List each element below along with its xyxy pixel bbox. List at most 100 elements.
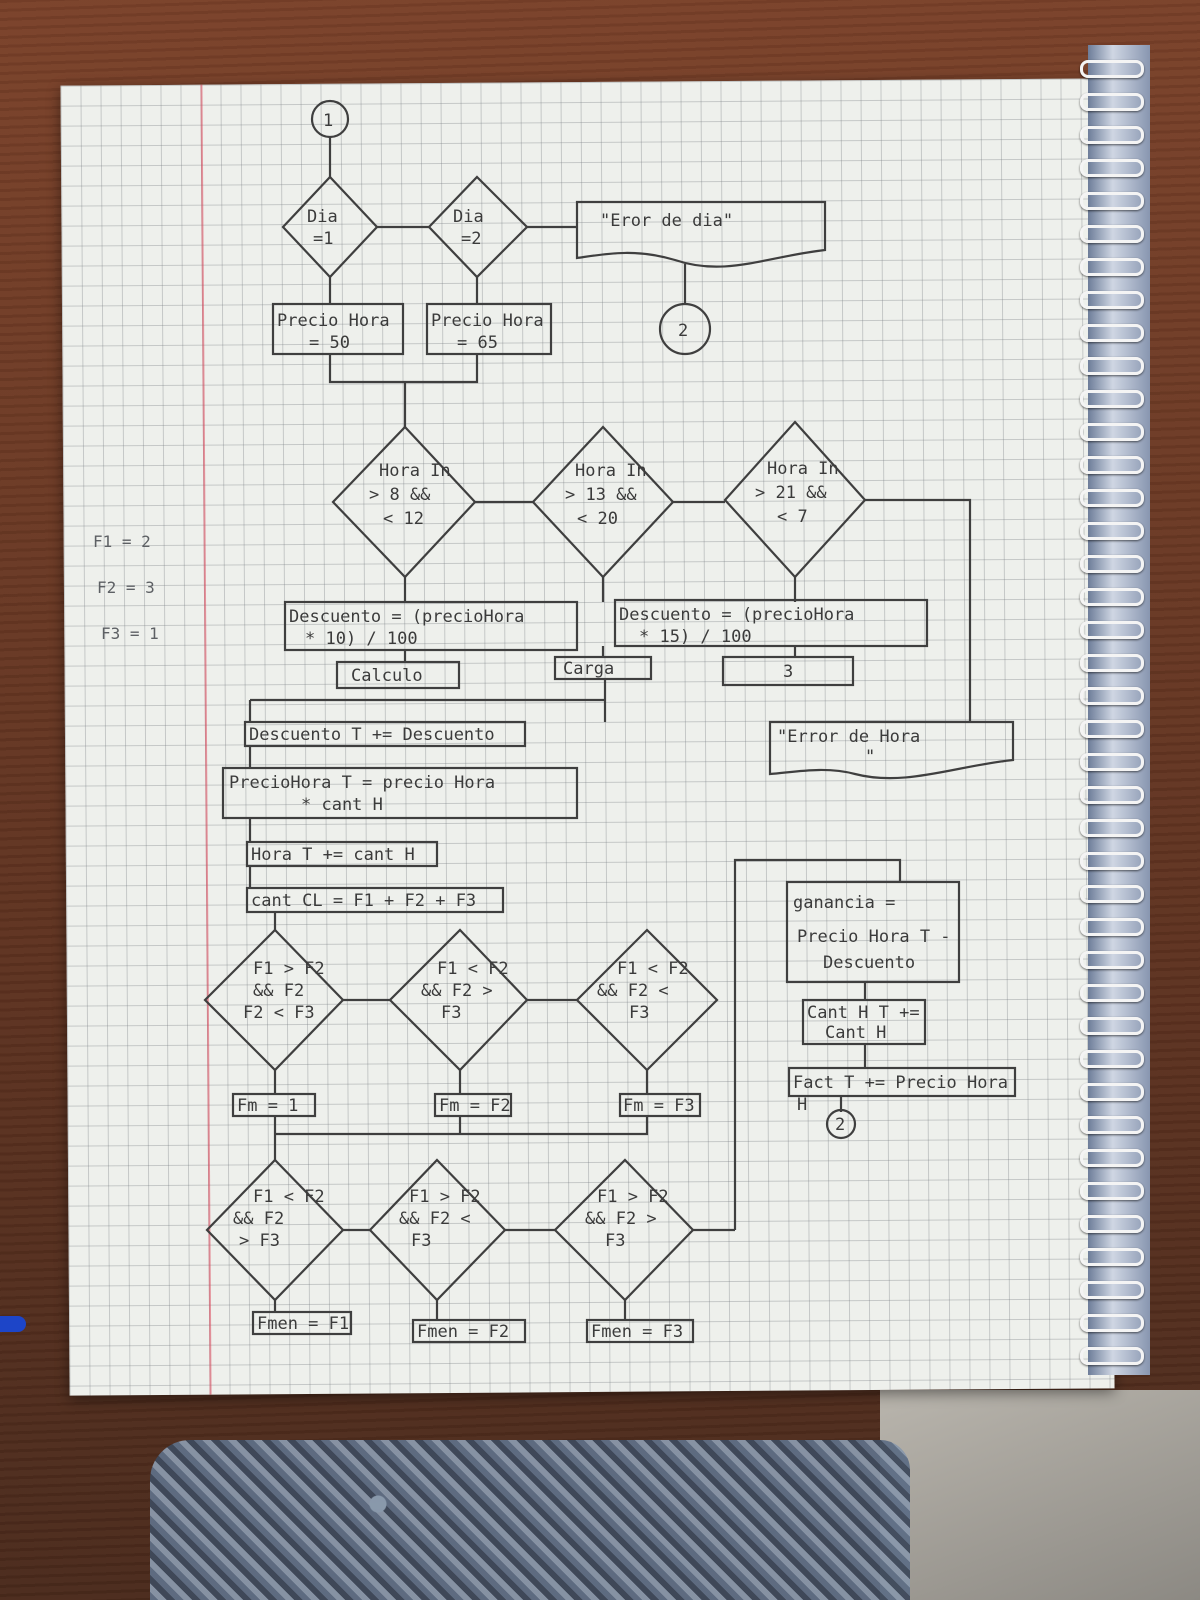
spiral-ring: [1080, 687, 1144, 705]
gain-box: ganancia = Precio Hora T - Descuento: [785, 880, 961, 984]
spiral-ring: [1080, 918, 1144, 936]
spiral-ring: [1080, 786, 1144, 804]
discount-box-line: Descuento = (precioHora: [619, 605, 854, 625]
max-check-1: F1 > F2 && F2 F2 < F3: [203, 928, 345, 1072]
min-check-3: F1 > F2 && F2 > F3: [553, 1158, 695, 1302]
min-to-assign-lines: [273, 1300, 627, 1320]
day-error-output: "Eror de dia" 2: [575, 200, 827, 356]
day-check-line: =2: [461, 229, 481, 249]
hour-check-line: Hora In: [379, 461, 451, 481]
max-to-assign-lines: [273, 1070, 649, 1094]
min-assign-1: Fmen = F1: [251, 1310, 353, 1336]
min-check-line: > F3: [239, 1231, 280, 1251]
spiral-ring: [1080, 93, 1144, 111]
day-check-line: Dia: [307, 207, 338, 227]
hour-check-line: > 8 &&: [369, 485, 431, 505]
spiral-ring: [1080, 1347, 1144, 1365]
max-check-line: F1 < F2: [437, 959, 509, 979]
subroutine-label: Carga: [563, 659, 614, 679]
hour-check-3: Hora In > 21 && < 7: [723, 420, 867, 579]
fact-text: Fact T += Precio Hora: [793, 1073, 1008, 1093]
spiral-ring: [1080, 1248, 1144, 1266]
accumulators: Descuento T += Descuento PrecioHora T = …: [221, 720, 579, 930]
fabric-background: [150, 1440, 910, 1600]
min-check-line: && F2 >: [585, 1209, 657, 1229]
max-assign-3: Fm = F3: [618, 1092, 702, 1118]
spiral-ring: [1080, 291, 1144, 309]
price-box-line: Precio Hora: [277, 311, 390, 331]
spiral-ring: [1080, 423, 1144, 441]
accumulator-line: PrecioHora T = precio Hora: [229, 773, 495, 793]
spiral-ring: [1080, 159, 1144, 177]
day-check-2: Dia =2: [427, 175, 529, 279]
min-check-line: F1 < F2: [253, 1187, 325, 1207]
hour-check-line: < 20: [577, 509, 618, 529]
max-assign-text: Fm = F3: [623, 1096, 695, 1116]
max-check-line: && F2 <: [597, 981, 669, 1001]
connector-top: 1: [310, 99, 350, 177]
hour-check-line: Hora In: [767, 459, 839, 479]
cant-h-line: Cant H T +=: [807, 1003, 920, 1023]
discount-box-line: * 15) / 100: [639, 627, 752, 647]
min-check-2: F1 > F2 && F2 < F3: [368, 1158, 507, 1302]
spiral-ring: [1080, 1215, 1144, 1233]
max-assign-1: Fm = 1: [231, 1092, 317, 1118]
hour-check-line: < 7: [777, 507, 808, 527]
discount-box-2: Descuento = (precioHora * 15) / 100: [613, 598, 929, 648]
hour-to-discount-lines: [403, 577, 797, 602]
spiral-ring: [1080, 753, 1144, 771]
spiral-ring: [1080, 1281, 1144, 1299]
spiral-ring: [1080, 555, 1144, 573]
floor-background: [880, 1390, 1200, 1600]
day-to-price-lines: [328, 277, 479, 304]
price-box-line: = 65: [457, 333, 498, 353]
hour-check-line: > 13 &&: [565, 485, 637, 505]
connector-label: 1: [323, 111, 333, 131]
min-check-line: && F2 <: [399, 1209, 471, 1229]
spiral-ring: [1080, 1050, 1144, 1068]
sub-merge-lines: [250, 679, 607, 722]
price-box-1: Precio Hora = 50: [271, 302, 405, 356]
gain-line: Descuento: [823, 953, 915, 973]
price-box-line: Precio Hora: [431, 311, 544, 331]
max-assign-2: Fm = F2: [433, 1092, 513, 1118]
spiral-ring: [1080, 192, 1144, 210]
blue-pen-tip: [0, 1316, 26, 1332]
spiral-ring: [1080, 258, 1144, 276]
spiral-ring: [1080, 720, 1144, 738]
max-assign-text: Fm = F2: [439, 1096, 511, 1116]
sub-carga: Carga: [553, 655, 653, 681]
min-assign-text: Fmen = F1: [257, 1314, 349, 1334]
spiral-ring: [1080, 1017, 1144, 1035]
discount-to-sub-lines: [403, 646, 797, 662]
hour-check-line: Hora In: [575, 461, 647, 481]
spiral-ring: [1080, 621, 1144, 639]
accumulator-line: * cant H: [301, 795, 383, 815]
gain-line: Precio Hora T -: [797, 927, 951, 947]
max-check-line: F1 > F2: [253, 959, 325, 979]
spiral-ring: [1080, 456, 1144, 474]
margin-note: F3 = 1: [101, 624, 159, 643]
spiral-ring: [1080, 1182, 1144, 1200]
spiral-ring: [1080, 489, 1144, 507]
price-merge-lines: [328, 354, 479, 427]
min-check-1: F1 < F2 && F2 > F3: [205, 1158, 345, 1302]
accumulator-line: Hora T += cant H: [251, 845, 415, 865]
day-check-line: Dia: [453, 207, 484, 227]
spiral-ring: [1080, 522, 1144, 540]
spiral-ring: [1080, 357, 1144, 375]
spiral-ring: [1080, 1116, 1144, 1134]
subroutine-label: 3: [783, 662, 793, 682]
spiral-ring: [1080, 390, 1144, 408]
spiral-ring: [1080, 225, 1144, 243]
max-assign-text: Fm = 1: [237, 1096, 298, 1116]
hour-branch-lines: [475, 498, 972, 722]
flowchart: F1 = 2 F2 = 3 F3 = 1 1 Dia =1 Dia =2 "Er…: [93, 99, 1017, 1344]
max-check-line: && F2: [253, 981, 304, 1001]
sub-calculo: Calculo: [335, 660, 461, 690]
connector-label: 2: [678, 321, 688, 341]
hour-error-text: "Error de Hora: [777, 727, 920, 747]
spiral-ring: [1080, 654, 1144, 672]
hour-check-2: Hora In > 13 && < 20: [531, 425, 675, 579]
margin-notes: F1 = 2 F2 = 3 F3 = 1: [93, 532, 159, 643]
